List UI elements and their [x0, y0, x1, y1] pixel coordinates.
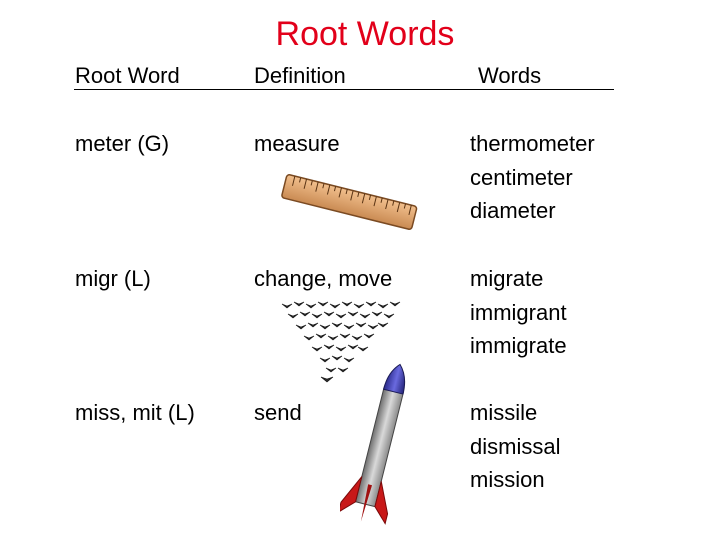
header-definition: Definition — [254, 63, 346, 88]
row-definition: change, move — [254, 266, 393, 291]
slide-title: Root Words — [275, 15, 455, 53]
word-item: diameter — [470, 198, 556, 223]
row-root: migr (L) — [75, 266, 151, 291]
bird-flock-icon — [281, 301, 401, 383]
word-item: immigrate — [470, 333, 567, 358]
rocket-icon — [340, 363, 406, 525]
row-words-list: migrate immigrant immigrate — [470, 262, 567, 363]
row-definition: send — [254, 400, 302, 425]
word-item: mission — [470, 467, 545, 492]
row-root: meter (G) — [75, 131, 170, 156]
word-item: migrate — [470, 266, 544, 291]
word-item: thermometer — [470, 131, 595, 156]
word-item: dismissal — [470, 433, 561, 459]
header-words: Words — [478, 63, 542, 88]
word-item: immigrant — [470, 299, 567, 325]
row-definition: measure — [254, 131, 340, 156]
row-root: miss, mit (L) — [75, 400, 195, 425]
word-item: missile — [470, 400, 538, 425]
row-words-list: thermometer centimeter diameter — [470, 127, 595, 228]
header-underline — [74, 89, 614, 90]
ruler-icon — [281, 174, 418, 230]
row-words-list: missile dismissal mission — [470, 396, 560, 497]
word-item: centimeter — [470, 164, 573, 190]
header-root-word: Root Word — [75, 63, 180, 88]
